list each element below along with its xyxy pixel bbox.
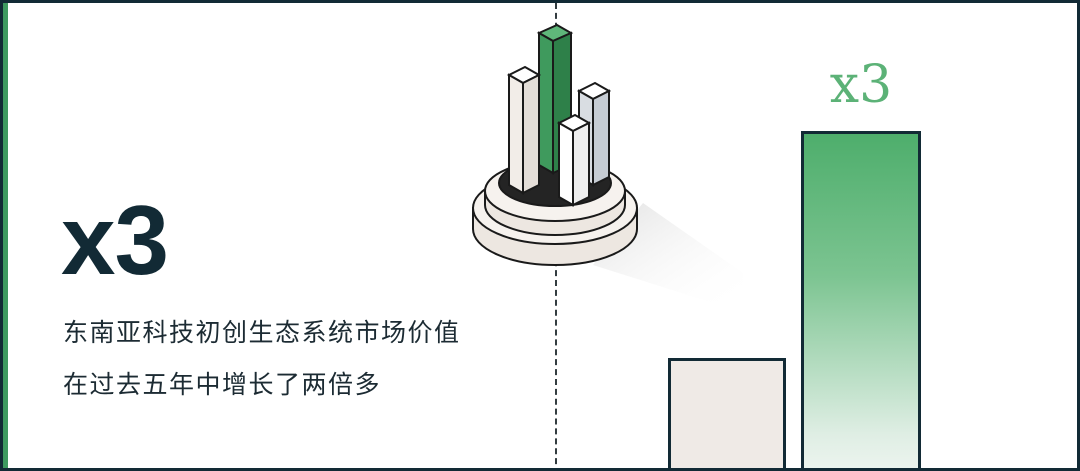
accent-stripe	[3, 3, 8, 468]
growth-bar	[801, 131, 921, 468]
caption-line-2: 在过去五年中增长了两倍多	[63, 370, 382, 399]
headline-multiplier: x3	[61, 185, 169, 295]
growth-bar-label: x3	[829, 55, 893, 115]
baseline-bar	[668, 358, 786, 468]
isometric-bar-chart-on-pedestal-icon	[472, 23, 743, 303]
caption-line-1: 东南亚科技初创生态系统市场价值	[63, 318, 461, 347]
